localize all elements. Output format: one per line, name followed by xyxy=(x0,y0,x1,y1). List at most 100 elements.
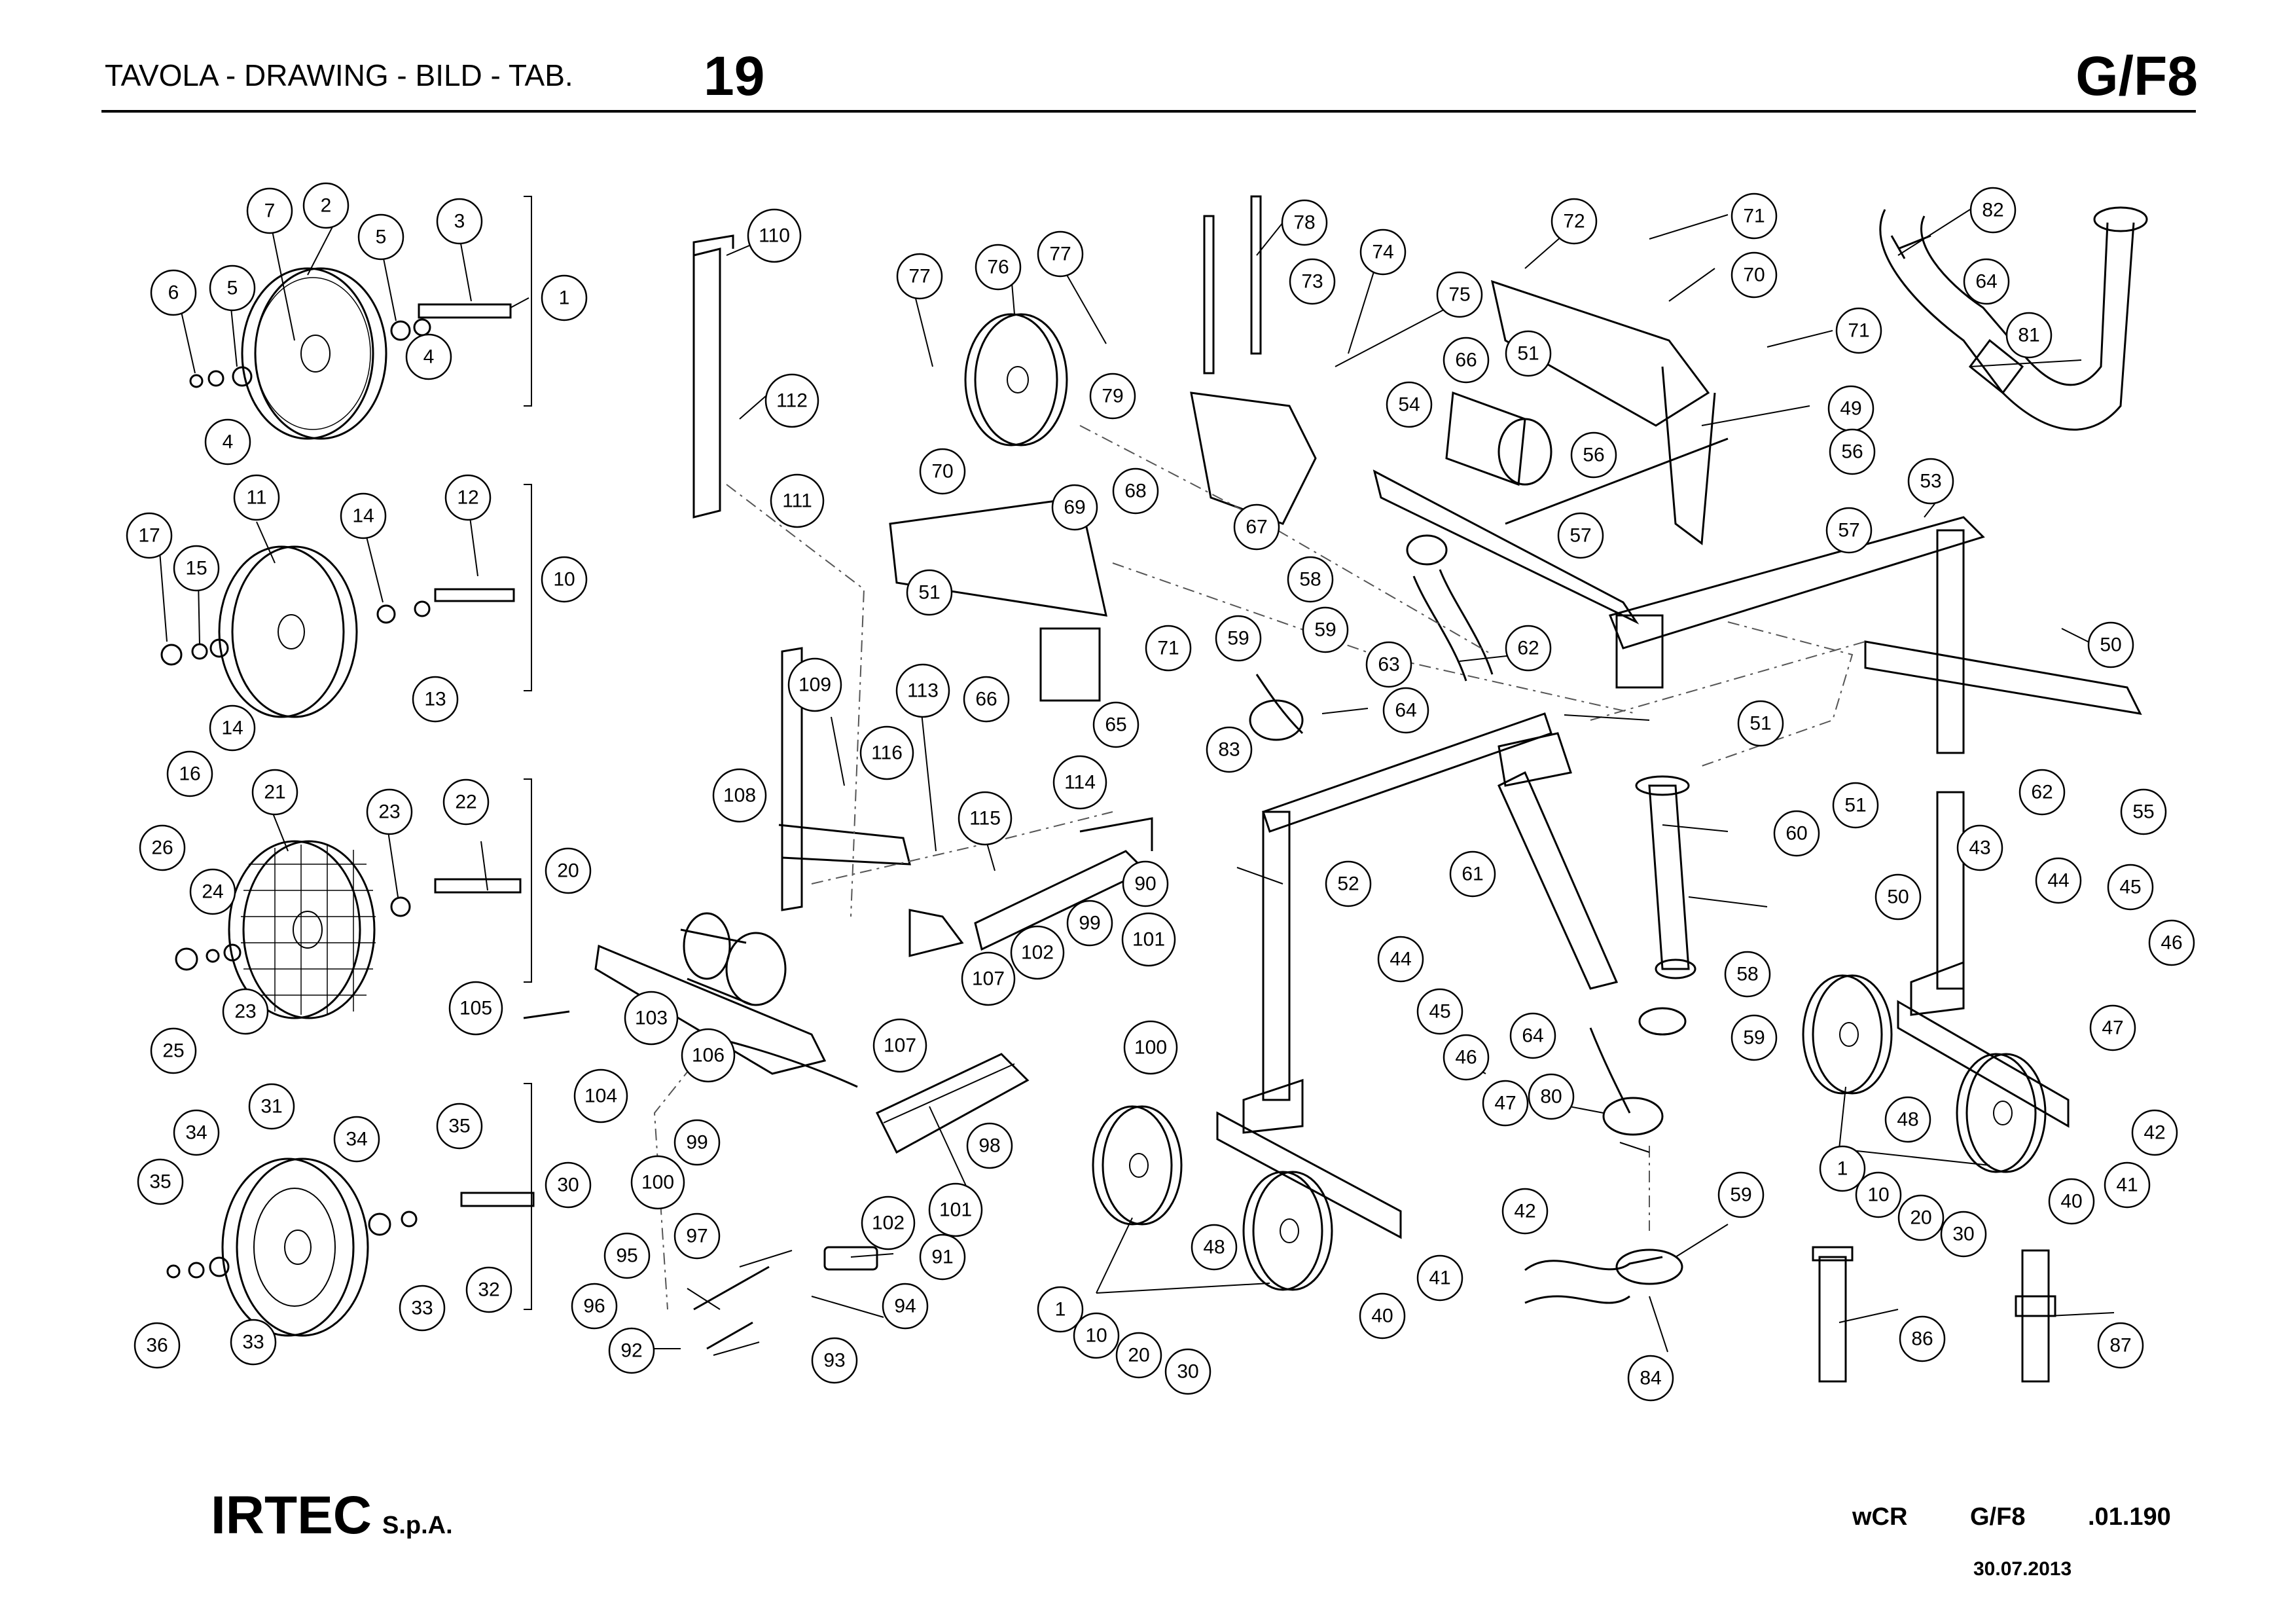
part-bubble-86: 86 xyxy=(1899,1315,1946,1362)
part-bubble-outline xyxy=(906,569,953,616)
part-bubble-outline xyxy=(1416,988,1463,1035)
part-bubble-20: 20 xyxy=(545,847,592,894)
wheel-kit-10 xyxy=(160,484,532,718)
part-bubble-outline xyxy=(1382,687,1429,734)
part-bubble-12: 12 xyxy=(444,474,492,521)
part-number-label: 86 xyxy=(1911,1328,1933,1350)
part-number-label: 41 xyxy=(2116,1175,2138,1196)
part-bubble-outline xyxy=(1501,1188,1549,1235)
part-bubble-71: 71 xyxy=(1731,192,1778,240)
part-bubble-16: 16 xyxy=(166,750,213,797)
part-bubble-outline xyxy=(2131,1109,2178,1156)
part-number-label: 107 xyxy=(972,968,1005,990)
part-bubble-outline xyxy=(399,1285,446,1332)
part-number-label: 15 xyxy=(185,558,207,579)
part-bubble-outline xyxy=(1416,1254,1463,1302)
part-number-label: 40 xyxy=(1371,1305,1393,1327)
part-bubble-71: 71 xyxy=(1145,625,1192,672)
part-bubble-57: 57 xyxy=(1557,512,1604,559)
part-bubble-outline xyxy=(436,1103,483,1150)
part-number-label: 66 xyxy=(975,689,997,710)
part-bubble-outline xyxy=(1505,330,1552,377)
part-bubble-outline xyxy=(1969,187,2017,234)
part-number-label: 80 xyxy=(1540,1086,1562,1108)
part-bubble-outline xyxy=(1287,556,1334,603)
part-bubble-35: 35 xyxy=(436,1103,483,1150)
part-number-label: 64 xyxy=(1395,700,1416,721)
part-bubble-21: 21 xyxy=(251,769,298,816)
part-number-label: 42 xyxy=(1514,1201,1535,1222)
part-bubble-1: 1 xyxy=(541,274,588,321)
part-bubble-outline xyxy=(1233,503,1280,551)
part-number-label: 108 xyxy=(723,785,756,807)
part-bubble-30: 30 xyxy=(1164,1348,1211,1395)
part-number-label: 100 xyxy=(1134,1037,1167,1059)
part-bubble-26: 26 xyxy=(139,824,186,871)
part-bubble-49: 49 xyxy=(1827,385,1874,432)
part-bubble-81: 81 xyxy=(2005,312,2053,359)
part-number-label: 98 xyxy=(978,1135,1000,1157)
part-bubble-69: 69 xyxy=(1051,484,1098,531)
part-bubble-52: 52 xyxy=(1325,860,1372,907)
part-bubble-62: 62 xyxy=(2018,769,2066,816)
part-bubble-4: 4 xyxy=(204,418,251,465)
part-bubble-70: 70 xyxy=(919,448,966,495)
part-bubble-outline xyxy=(209,264,256,312)
part-number-label: 54 xyxy=(1398,394,1420,416)
part-bubble-outline xyxy=(150,269,197,316)
part-number-label: 95 xyxy=(616,1245,637,1267)
part-number-label: 102 xyxy=(1021,942,1054,964)
part-bubble-outline xyxy=(603,1232,651,1279)
part-bubble-41: 41 xyxy=(1416,1254,1463,1302)
part-bubble-outline xyxy=(1819,1145,1866,1192)
part-bubble-75: 75 xyxy=(1436,271,1483,318)
part-bubble-outline xyxy=(545,1161,592,1209)
part-number-label: 58 xyxy=(1299,569,1321,591)
part-bubble-45: 45 xyxy=(2107,864,2154,911)
part-bubble-53: 53 xyxy=(1907,458,1954,505)
part-bubble-outline xyxy=(764,373,819,428)
part-number-label: 3 xyxy=(454,211,465,232)
part-bubble-outline xyxy=(541,274,588,321)
part-bubble-outline xyxy=(412,676,459,723)
part-bubble-outline xyxy=(2005,312,2053,359)
part-number-label: 40 xyxy=(2060,1191,2082,1213)
part-bubble-outline xyxy=(1037,1286,1084,1333)
part-number-label: 44 xyxy=(2047,870,2069,892)
part-bubble-outline xyxy=(975,244,1022,291)
trolley-wheel-c xyxy=(1802,974,1893,1095)
part-bubble-outline xyxy=(134,1322,181,1369)
part-bubble-112: 112 xyxy=(764,373,819,428)
part-bubble-5: 5 xyxy=(209,264,256,312)
part-number-label: 109 xyxy=(798,674,831,696)
part-bubble-109: 109 xyxy=(787,657,842,712)
part-number-label: 49 xyxy=(1840,398,1861,420)
part-number-label: 51 xyxy=(1517,343,1539,365)
part-number-label: 35 xyxy=(448,1116,470,1137)
part-bubble-51: 51 xyxy=(1505,330,1552,377)
part-bubble-outline xyxy=(608,1327,655,1374)
part-bubble-outline xyxy=(895,663,950,718)
part-number-label: 47 xyxy=(1494,1093,1516,1114)
part-number-label: 90 xyxy=(1134,873,1156,895)
part-bubble-48: 48 xyxy=(1884,1096,1931,1143)
part-bubble-54: 54 xyxy=(1386,381,1433,428)
part-bubble-outline xyxy=(859,725,914,780)
part-bubble-outline xyxy=(1884,1096,1931,1143)
part-number-label: 10 xyxy=(553,569,575,591)
part-number-label: 87 xyxy=(2109,1335,2131,1357)
part-bubble-outline xyxy=(1089,373,1136,420)
part-bubble-outline xyxy=(1443,1034,1490,1081)
part-number-label: 11 xyxy=(246,487,266,509)
part-bubble-44: 44 xyxy=(2035,857,2082,904)
part-bubble-7: 7 xyxy=(246,187,293,234)
part-bubble-15: 15 xyxy=(173,545,220,592)
part-bubble-outline xyxy=(405,333,452,380)
part-bubble-44: 44 xyxy=(1377,936,1424,983)
part-bubble-outline xyxy=(1731,192,1778,240)
part-bubble-outline xyxy=(126,512,173,559)
part-number-label: 63 xyxy=(1378,654,1399,676)
part-number-label: 104 xyxy=(584,1085,617,1107)
part-bubble-outline xyxy=(2104,1161,2151,1209)
